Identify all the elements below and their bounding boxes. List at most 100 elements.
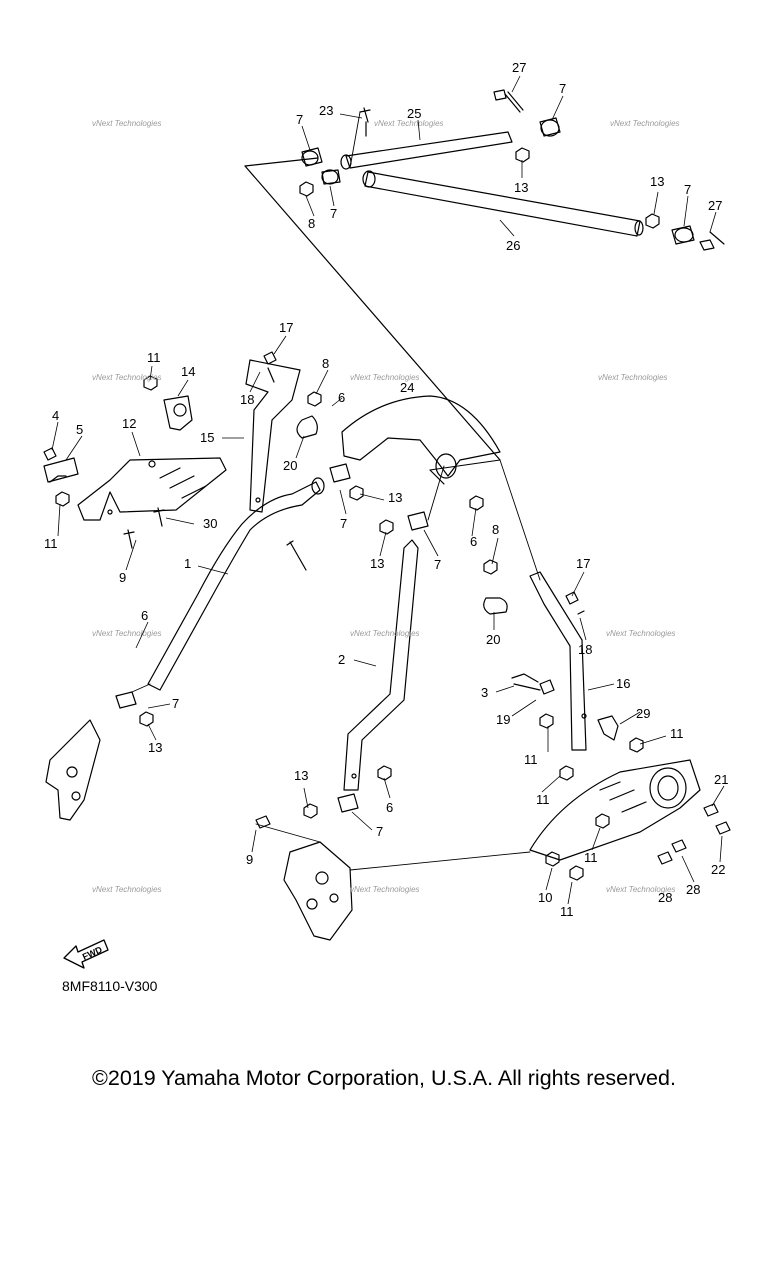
- watermark-12: vNext Technologies: [606, 885, 676, 894]
- callout-1: 1: [184, 556, 191, 571]
- clamp-5: [43, 457, 79, 483]
- callout-2: 2: [338, 652, 345, 667]
- watermark-5: vNext Technologies: [350, 373, 420, 382]
- bolt-small: [286, 540, 307, 571]
- callout-7-center: 7: [340, 516, 347, 531]
- watermark-2: vNext Technologies: [374, 119, 444, 128]
- watermark-1: vNext Technologies: [92, 119, 162, 128]
- callout-11-left: 11: [44, 536, 58, 551]
- callout-27-top: 27: [512, 60, 526, 75]
- callout-17-left: 17: [279, 320, 293, 335]
- callout-6-center-top: 6: [338, 390, 345, 405]
- clamp-7-top: [301, 117, 695, 245]
- clamp-7-lower-center: [303, 765, 392, 819]
- callout-26: 26: [506, 238, 520, 253]
- callout-22: 22: [711, 862, 725, 877]
- callout-20-left: 20: [283, 458, 297, 473]
- watermark-7: vNext Technologies: [92, 629, 162, 638]
- callout-7-top-far-right: 7: [684, 182, 691, 197]
- nuts-center: [349, 485, 498, 575]
- callout-13-center: 13: [388, 490, 402, 505]
- watermark-10: vNext Technologies: [92, 885, 162, 894]
- guide-lines: [131, 111, 541, 871]
- watermark-11: vNext Technologies: [350, 885, 420, 894]
- callout-7-top-lower: 7: [330, 206, 337, 221]
- callout-17-right: 17: [576, 556, 590, 571]
- callout-6-center: 6: [470, 534, 477, 549]
- crossbar-26: [362, 170, 644, 237]
- callout-7-lower-center: 7: [376, 824, 383, 839]
- callout-7-center-right: 7: [434, 557, 441, 572]
- callout-13-top-right: 13: [650, 174, 664, 189]
- callout-18-right: 18: [578, 642, 592, 657]
- callout-8-top: 8: [308, 216, 315, 231]
- callout-20-right: 20: [486, 632, 500, 647]
- diagram-code: 8MF8110-V300: [62, 978, 158, 994]
- callout-9-left: 9: [119, 570, 126, 585]
- callout-8-center: 8: [492, 522, 499, 537]
- callout-8-left: 8: [322, 356, 329, 371]
- callout-7-top-right: 7: [559, 81, 566, 96]
- callout-28-right: 28: [686, 882, 700, 897]
- watermark-9: vNext Technologies: [606, 629, 676, 638]
- cover-24: [341, 395, 501, 485]
- bolts-17-18-20-8: [263, 351, 322, 439]
- bracket-14: [163, 395, 193, 431]
- callout-24: 24: [400, 380, 414, 395]
- frame-piece-lower-center: [255, 815, 353, 941]
- callout-11-right-mid: 11: [524, 752, 538, 767]
- clamp-7-center: [329, 463, 429, 531]
- callout-28-bottom: 28: [658, 890, 672, 905]
- callout-4: 4: [52, 408, 59, 423]
- bar-1: [147, 477, 325, 691]
- callout-18-left: 18: [240, 392, 254, 407]
- callout-11-lower-right-a: 11: [536, 792, 550, 807]
- callout-10: 10: [538, 890, 552, 905]
- callout-25: 25: [407, 106, 421, 121]
- callout-13-left-lower: 13: [148, 740, 162, 755]
- callout-7-left-lower: 7: [172, 696, 179, 711]
- guide-lines-top: [244, 157, 501, 461]
- callout-13-top: 13: [514, 180, 528, 195]
- fwd-arrow-icon: FWD: [63, 939, 109, 969]
- callout-11-bottom: 11: [560, 904, 574, 919]
- bracket-right-lower: [529, 759, 701, 861]
- copyright-notice: ©2019 Yamaha Motor Corporation, U.S.A. A…: [92, 1066, 676, 1090]
- stay-15: [245, 359, 301, 513]
- watermark-group: vNext Technologies vNext Technologies vN…: [92, 119, 680, 894]
- callout-30: 30: [203, 516, 217, 531]
- watermark-8: vNext Technologies: [350, 629, 420, 638]
- callout-5: 5: [76, 422, 83, 437]
- watermark-6: vNext Technologies: [598, 373, 668, 382]
- upper-bar-25: [340, 131, 513, 170]
- callout-12: 12: [122, 416, 136, 431]
- bracket-12: [77, 457, 227, 521]
- callout-16: 16: [616, 676, 630, 691]
- bolts-21-22-28: [657, 803, 731, 865]
- parts-diagram: vNext Technologies vNext Technologies vN…: [43, 60, 731, 969]
- callout-9-lower: 9: [246, 852, 253, 867]
- callout-11-lower-right-b: 11: [584, 850, 598, 865]
- hardware-right-middle: [483, 591, 644, 753]
- callout-3: 3: [481, 685, 488, 700]
- callout-21: 21: [714, 772, 728, 787]
- nuts-lower-right: [545, 765, 610, 881]
- watermark-3: vNext Technologies: [610, 119, 680, 128]
- fwd-label: FWD: [81, 944, 104, 962]
- callout-13-center-low: 13: [370, 556, 384, 571]
- callout-14: 14: [181, 364, 195, 379]
- callout-29: 29: [636, 706, 650, 721]
- frame-piece-lower-left: [45, 691, 154, 821]
- leader-lines: [51, 75, 725, 905]
- small-hardware-left: [43, 375, 165, 549]
- callout-19: 19: [496, 712, 510, 727]
- callout-11-right-upper: 11: [670, 726, 684, 741]
- callout-23: 23: [319, 103, 333, 118]
- callout-27-right: 27: [708, 198, 722, 213]
- nuts-top: [299, 147, 660, 229]
- callout-13-lower-center: 13: [294, 768, 308, 783]
- callout-labels: 27 7 23 25 7 13 7 8 13 7 27 26 17 8 11 1…: [44, 60, 728, 919]
- callout-6-lower-center: 6: [386, 800, 393, 815]
- callout-7-top-left: 7: [296, 112, 303, 127]
- callout-15: 15: [200, 430, 214, 445]
